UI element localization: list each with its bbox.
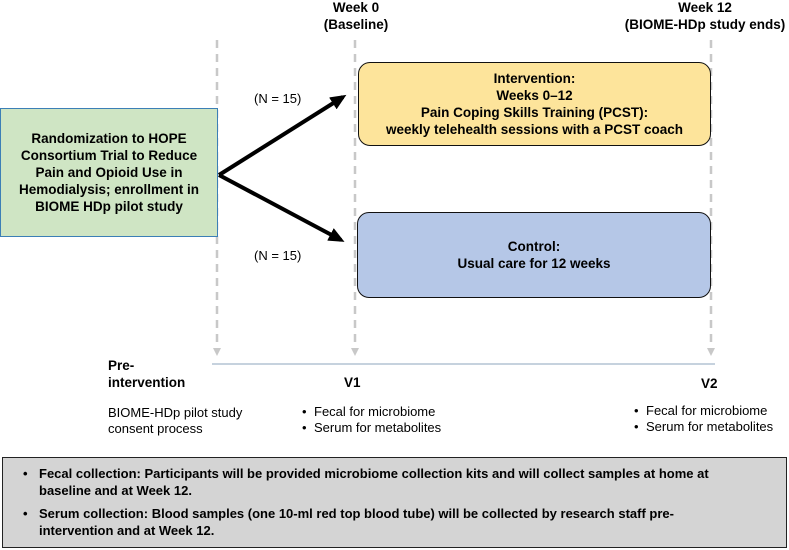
note-line: baseline and at Week 12. xyxy=(39,483,192,498)
control-box: Control: Usual care for 12 weeks xyxy=(357,212,711,298)
v1-bullet: Serum for metabolites xyxy=(302,420,441,436)
control-line: Usual care for 12 weeks xyxy=(457,256,611,271)
intervention-line: Pain Coping Skills Training (PCST): xyxy=(420,105,649,120)
pre-description-line: consent process xyxy=(108,421,203,436)
arrow-to-intervention xyxy=(217,94,347,177)
intervention-title: Intervention: xyxy=(493,71,576,86)
intervention-line: weekly telehealth sessions with a PCST c… xyxy=(385,122,684,137)
week12-title: Week 12 xyxy=(678,0,732,15)
pre-intervention-label-line: intervention xyxy=(108,375,186,390)
randomization-box: Randomization to HOPE Consortium Trial t… xyxy=(0,108,218,237)
v1-collection-list: Fecal for microbiome Serum for metabolit… xyxy=(302,404,441,435)
randomization-line: BIOME HDp pilot study xyxy=(35,199,183,214)
control-title: Control: xyxy=(507,239,561,254)
intervention-box: Intervention: Weeks 0–12 Pain Coping Ski… xyxy=(358,62,711,146)
randomization-line: Hemodialysis; enrollment in xyxy=(18,182,200,197)
week12-header: Week 12 (BIOME-HDp study ends) xyxy=(610,0,789,33)
arrow-to-control xyxy=(218,173,345,242)
v2-collection-list: Fecal for microbiome Serum for metabolit… xyxy=(634,403,773,434)
note-line: intervention and at Week 12. xyxy=(39,523,215,538)
note-line: Serum collection: Blood samples (one 10-… xyxy=(39,506,674,521)
week12-subtitle: (BIOME-HDp study ends) xyxy=(624,17,786,32)
v2-bullet: Serum for metabolites xyxy=(634,419,773,435)
intervention-line: Weeks 0–12 xyxy=(496,88,573,103)
randomization-line: Randomization to HOPE xyxy=(31,131,187,146)
bullet-icon: • xyxy=(23,506,28,521)
randomization-line: Pain and Opioid Use in xyxy=(35,165,183,180)
pre-intervention-label: Pre- intervention xyxy=(108,357,185,391)
week0-title: Week 0 xyxy=(332,0,380,15)
v1-label: V1 xyxy=(344,375,361,390)
pre-intervention-label-line: Pre- xyxy=(108,358,135,373)
pre-intervention-description: BIOME-HDp pilot study consent process xyxy=(108,405,242,437)
week0-header: Week 0 (Baseline) xyxy=(296,0,416,33)
control-n-label: (N = 15) xyxy=(254,248,302,263)
v2-bullet: Fecal for microbiome xyxy=(634,403,773,419)
v1-bullet: Fecal for microbiome xyxy=(302,404,441,420)
collection-notes-box: • Fecal collection: Participants will be… xyxy=(2,457,787,548)
fecal-collection-note: • Fecal collection: Participants will be… xyxy=(23,465,772,499)
v2-label: V2 xyxy=(701,376,718,391)
serum-collection-note: • Serum collection: Blood samples (one 1… xyxy=(23,505,772,539)
bullet-icon: • xyxy=(23,466,28,481)
intervention-n-label: (N = 15) xyxy=(254,91,302,106)
randomization-line: Consortium Trial to Reduce xyxy=(20,148,198,163)
pre-description-line: BIOME-HDp pilot study xyxy=(108,405,243,420)
note-line: Fecal collection: Participants will be p… xyxy=(39,466,709,481)
week0-subtitle: (Baseline) xyxy=(323,17,389,32)
